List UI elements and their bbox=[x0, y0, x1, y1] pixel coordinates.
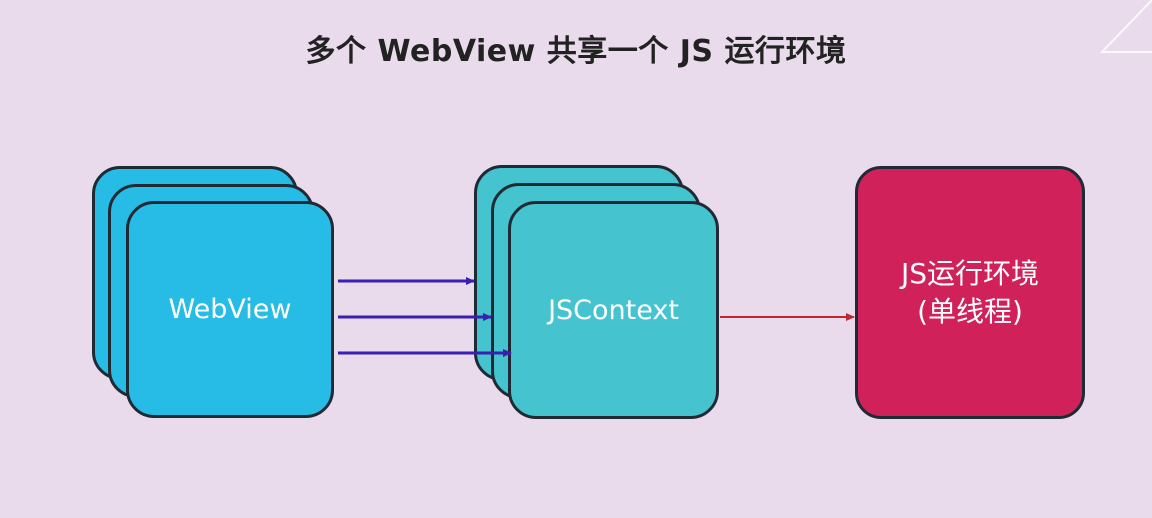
jscontext-card-front: JSContext bbox=[508, 201, 719, 419]
diagram-title: 多个 WebView 共享一个 JS 运行环境 bbox=[305, 34, 847, 69]
js-runtime-label-line2: (单线程) bbox=[917, 294, 1023, 328]
webview-card-front: WebView bbox=[126, 201, 334, 418]
js-runtime-label: JS运行环境 (单线程) bbox=[858, 169, 1082, 416]
js-runtime-label-line1: JS运行环境 bbox=[900, 256, 1040, 290]
js-runtime-box: JS运行环境 (单线程) bbox=[855, 166, 1085, 419]
webview-label: WebView bbox=[168, 294, 292, 325]
corner-decoration bbox=[1099, 0, 1152, 53]
jscontext-label: JSContext bbox=[548, 294, 679, 326]
